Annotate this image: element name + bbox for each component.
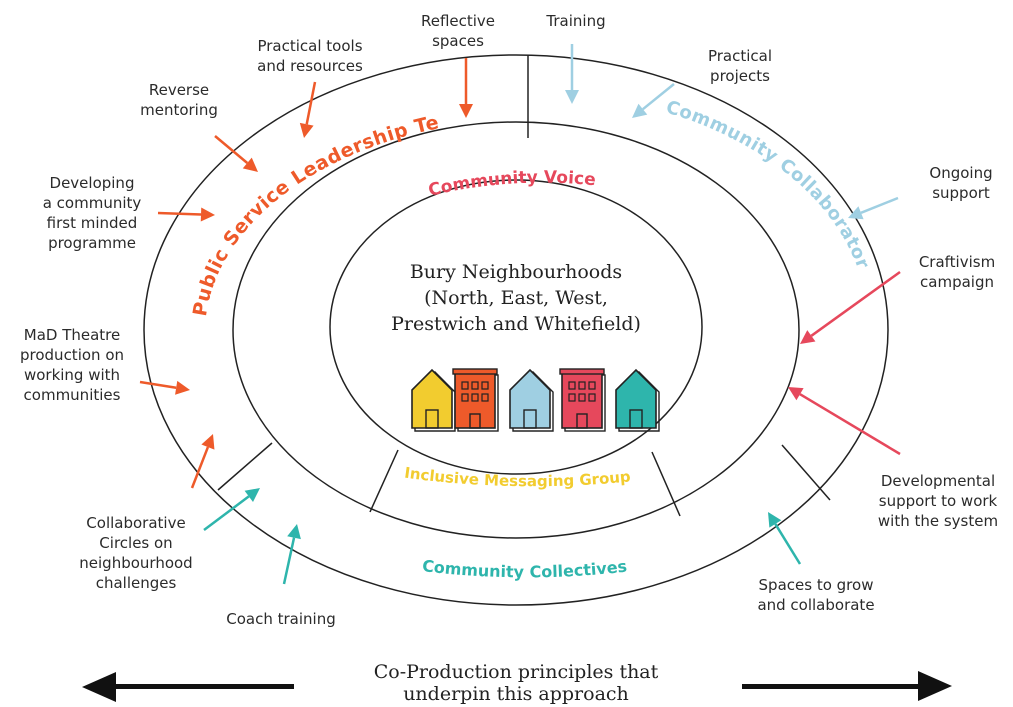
mad-theatre-label: MaD Theatre production on working with comm… xyxy=(20,326,124,404)
mad-theatre-label-line: communities xyxy=(24,386,121,404)
reverse-mentoring-arrow-icon xyxy=(214,135,258,172)
leadership-teams-label: Public Service Leadership Teams xyxy=(0,0,441,318)
coach-training-arrow-icon xyxy=(282,524,301,585)
reflective-spaces-arrow-icon xyxy=(459,58,473,118)
center-line-2: (North, East, West, xyxy=(424,287,608,309)
segment-dividers xyxy=(217,55,831,517)
ongoing-support-label-line: Ongoing xyxy=(929,164,992,182)
spaces-to-grow-arrow-icon xyxy=(768,512,802,565)
footer-right-arrow-shaft xyxy=(742,684,924,689)
inclusive-messaging-label: Inclusive Messaging Group xyxy=(403,464,631,491)
collaborative-circles-label-line: neighbourhood xyxy=(79,554,192,572)
coach-training-label-line: Coach training xyxy=(226,610,335,628)
mad-theatre-arrow-icon xyxy=(139,380,190,395)
developmental-support-label-line: Developmental xyxy=(881,472,995,490)
collaborative-circles-teal-arrow-icon xyxy=(203,488,260,531)
developmental-support-label-line: with the system xyxy=(878,512,998,530)
yellow-house-icon xyxy=(411,368,456,432)
outer-ring xyxy=(143,54,889,606)
inner-ring xyxy=(329,179,703,475)
practical-projects-label: Practical projects xyxy=(708,47,772,85)
blue-house-icon xyxy=(509,368,554,432)
center-line-3: Prestwich and Whitefield) xyxy=(391,313,641,335)
ongoing-support-label-line: support xyxy=(932,184,990,202)
divider-bottom-right-outer xyxy=(781,444,831,501)
footer-left-arrowhead-icon xyxy=(82,672,116,702)
collaborative-circles-label-line: challenges xyxy=(96,574,177,592)
craftivism-label: Craftivism campaign xyxy=(919,253,995,291)
practical-tools-label-line: Practical tools xyxy=(257,37,362,55)
spaces-to-grow-label-line: and collaborate xyxy=(757,596,874,614)
center-title: Bury Neighbourhoods (North, East, West, … xyxy=(391,261,641,335)
practical-tools-arrow-icon xyxy=(299,81,317,138)
training-label-line: Training xyxy=(545,12,605,30)
practical-projects-label-line: Practical xyxy=(708,47,772,65)
reflective-spaces-label-line: Reflective xyxy=(421,12,495,30)
arrows xyxy=(139,44,901,585)
craftivism-arrow-icon xyxy=(800,270,901,344)
practical-projects-label-line: projects xyxy=(710,67,770,85)
mad-theatre-label-line: working with xyxy=(24,366,120,384)
craftivism-label-line: campaign xyxy=(920,273,994,291)
developmental-support-arrow-icon xyxy=(788,387,901,456)
practical-tools-label: Practical tools and resources xyxy=(257,37,363,75)
divider-bottom-left-outer xyxy=(217,442,273,491)
developing-programme-label-line: Developing xyxy=(50,174,135,192)
middle-ring xyxy=(232,121,800,539)
ongoing-support-arrow-icon xyxy=(848,196,899,220)
craftivism-label-line: Craftivism xyxy=(919,253,995,271)
practical-projects-arrow-icon xyxy=(632,83,675,118)
training-label: Training xyxy=(545,12,605,30)
collaborative-circles-label-line: Circles on xyxy=(99,534,172,552)
developing-programme-label-line: a community xyxy=(43,194,142,212)
training-arrow-icon xyxy=(565,44,579,104)
footer-line-2: underpin this approach xyxy=(403,683,629,705)
developmental-support-label: Developmental support to work with the sys… xyxy=(878,472,998,530)
footer-right-arrowhead-icon xyxy=(918,671,952,701)
divider-messaging-left xyxy=(369,449,399,513)
collaborative-circles-label-line: Collaborative xyxy=(86,514,185,532)
developing-programme-label-line: programme xyxy=(48,234,136,252)
developmental-support-label-line: support to work xyxy=(879,492,998,510)
mad-theatre-label-line: MaD Theatre xyxy=(24,326,121,344)
developing-programme-arrow-icon xyxy=(157,207,215,222)
orange-building-icon xyxy=(452,368,499,432)
neighbourhood-houses xyxy=(411,368,660,432)
center-line-1: Bury Neighbourhoods xyxy=(410,261,622,283)
mad-theatre-label-line: production on xyxy=(20,346,124,364)
reflective-spaces-label-line: spaces xyxy=(432,32,484,50)
reverse-mentoring-label: Reverse mentoring xyxy=(140,81,218,119)
practical-tools-label-line: and resources xyxy=(257,57,363,75)
reverse-mentoring-label-line: mentoring xyxy=(140,101,218,119)
spaces-to-grow-label: Spaces to grow and collaborate xyxy=(757,576,874,614)
red-building-icon xyxy=(559,368,606,432)
teal-house-icon xyxy=(615,368,660,432)
developing-programme-label: Developing a community first minded program… xyxy=(43,174,142,252)
collaborative-circles-orange-arrow-icon xyxy=(190,434,215,489)
reverse-mentoring-label-line: Reverse xyxy=(149,81,209,99)
spaces-to-grow-label-line: Spaces to grow xyxy=(759,576,874,594)
ongoing-support-label: Ongoing support xyxy=(929,164,992,202)
coach-training-label: Coach training xyxy=(226,610,335,628)
footer: Co-Production principles that underpin t… xyxy=(82,661,952,705)
footer-left-arrow-shaft xyxy=(112,684,294,689)
reflective-spaces-label: Reflective spaces xyxy=(421,12,495,50)
footer-line-1: Co-Production principles that xyxy=(374,661,659,683)
community-collectives-label: Community Collectives xyxy=(421,556,628,581)
rings xyxy=(143,54,889,606)
developing-programme-label-line: first minded xyxy=(47,214,138,232)
divider-messaging-right xyxy=(651,451,681,517)
